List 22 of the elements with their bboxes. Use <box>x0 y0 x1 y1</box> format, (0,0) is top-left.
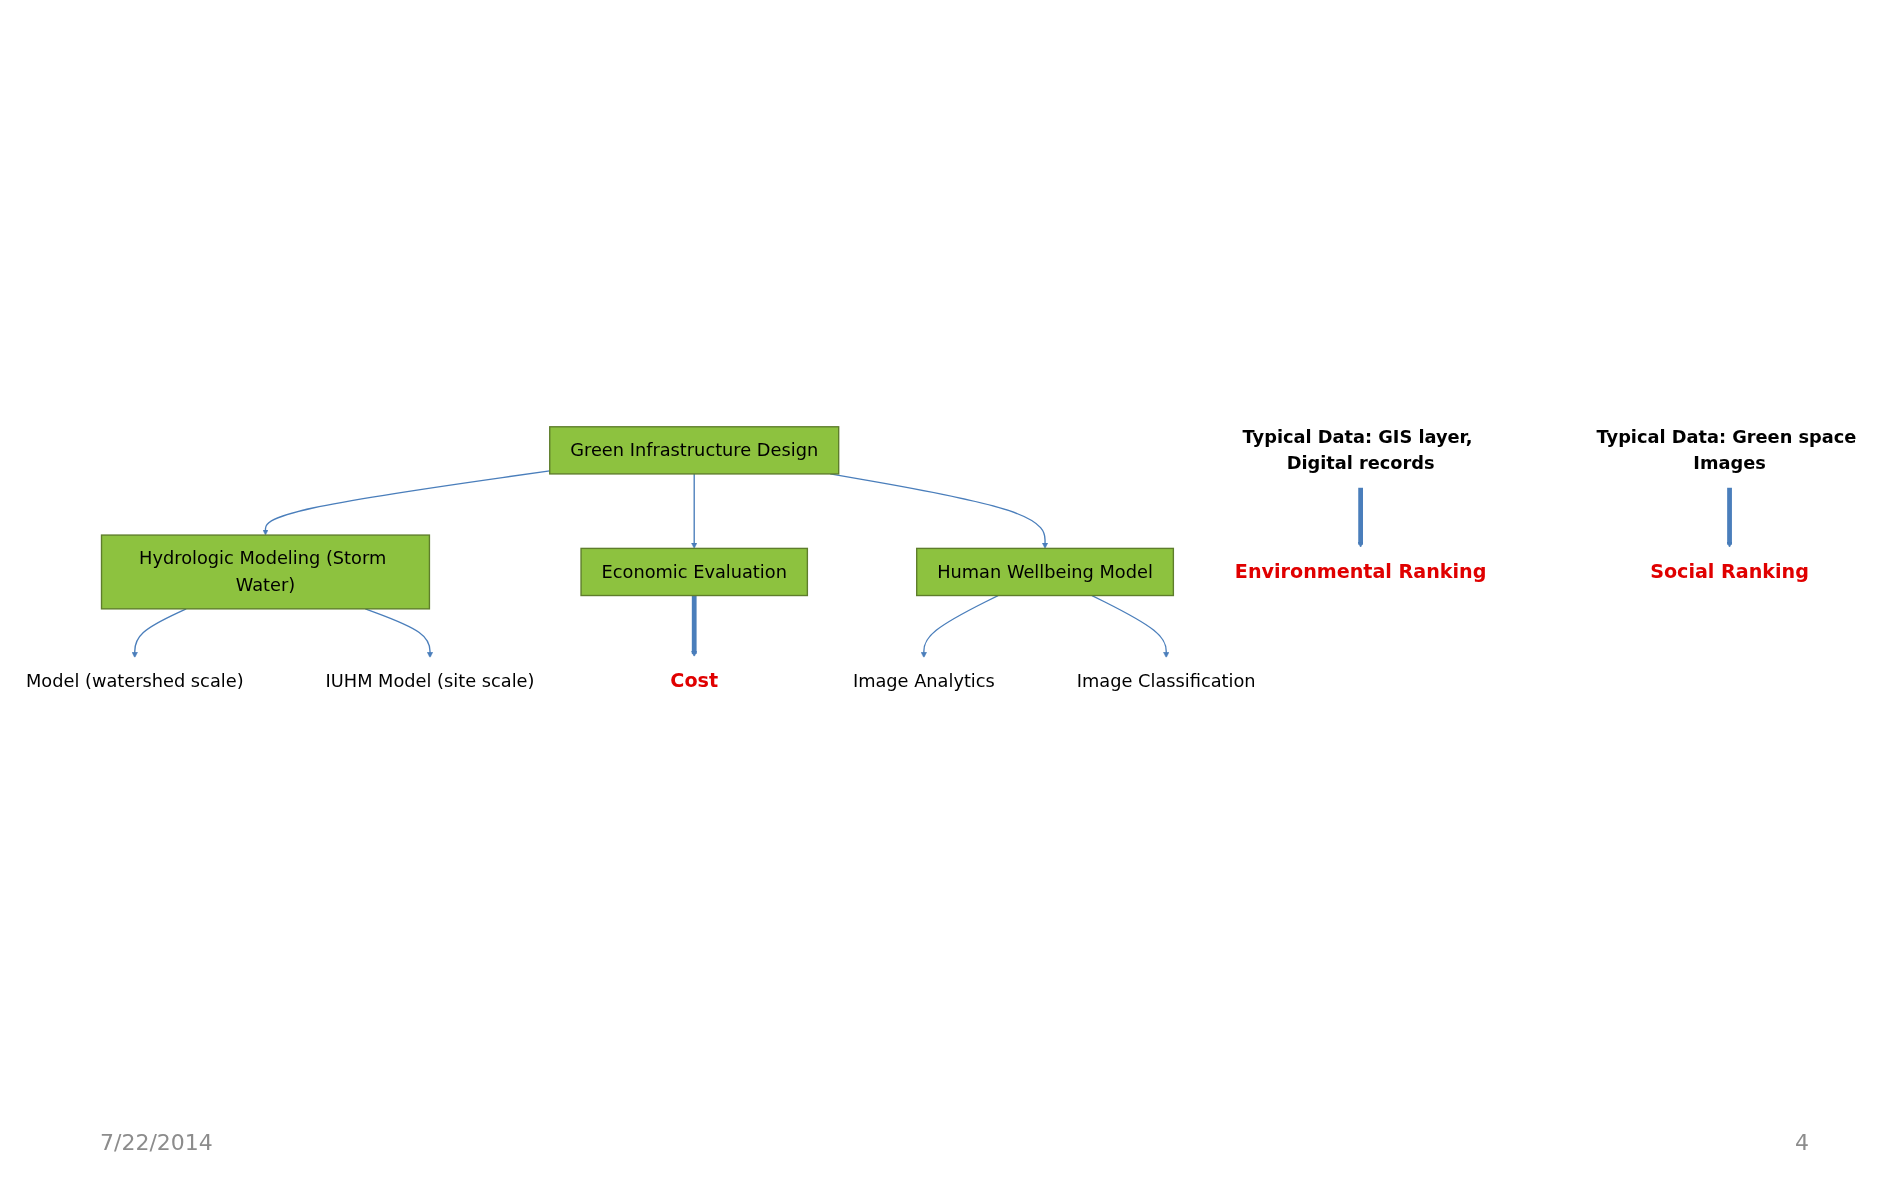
date-label: 7/22/2014 <box>100 1130 213 1155</box>
arrow <box>691 473 698 549</box>
node-text: Typical Data: GIS layer, Digital records <box>1242 426 1473 474</box>
node-box: Green Infrastructure Design <box>549 426 840 475</box>
node-box: Human Wellbeing Model <box>916 548 1175 597</box>
node-box: Hydrologic Modeling (Storm Water) <box>100 534 431 610</box>
node-text: Image Classification <box>1076 671 1256 692</box>
node-text: Image Analytics <box>852 671 995 692</box>
node-box: Economic Evaluation <box>580 548 809 597</box>
node-text: Cost <box>670 669 719 693</box>
node-text: Model (watershed scale) <box>25 671 244 692</box>
arrow <box>1357 487 1364 548</box>
node-text: Social Ranking <box>1650 560 1809 584</box>
node-text: IUHM Model (site scale) <box>325 671 535 692</box>
page-number: 4 <box>1795 1130 1809 1155</box>
arrow <box>920 595 999 659</box>
arrow <box>262 470 551 536</box>
node-text: Typical Data: Green space Images <box>1596 426 1857 474</box>
arrow <box>1091 595 1170 659</box>
node-text: Environmental Ranking <box>1234 560 1487 584</box>
arrow <box>1726 487 1733 548</box>
arrow <box>691 595 698 658</box>
